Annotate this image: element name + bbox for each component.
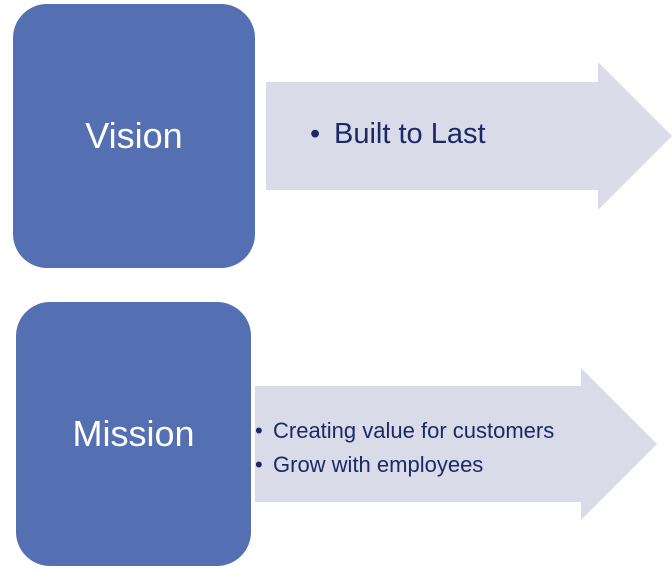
vision-label: Vision bbox=[85, 115, 183, 156]
mission-arrow-body bbox=[255, 368, 657, 520]
mission-bullet-item: • Grow with employees bbox=[255, 448, 554, 482]
vision-bullet-list: • Built to Last bbox=[310, 118, 486, 151]
mission-row: Mission • Creating value for customers •… bbox=[0, 290, 672, 580]
vision-row: Vision • Built to Last bbox=[13, 4, 672, 268]
vision-arrow-graphic bbox=[266, 62, 672, 210]
mission-bullet-list: • Creating value for customers • Grow wi… bbox=[255, 414, 554, 482]
mission-label: Mission bbox=[72, 413, 195, 454]
mission-arrow-shape bbox=[255, 368, 657, 520]
bullet-dot: • bbox=[255, 418, 263, 443]
mission-bullet-text: Grow with employees bbox=[273, 452, 484, 477]
vision-bullet-item: • Built to Last bbox=[310, 118, 486, 151]
bullet-dot: • bbox=[255, 452, 263, 477]
mission-bullet-item: • Creating value for customers bbox=[255, 414, 554, 448]
vision-arrow-body bbox=[266, 62, 672, 210]
vision-arrow-shape bbox=[266, 62, 672, 210]
vision-box: Vision bbox=[13, 4, 255, 268]
mission-arrow-graphic bbox=[255, 368, 657, 520]
mission-box: Mission bbox=[16, 302, 251, 566]
vision-bullet-text: Built to Last bbox=[334, 118, 486, 150]
mission-bullet-text: Creating value for customers bbox=[273, 418, 555, 443]
bullet-dot: • bbox=[310, 118, 321, 150]
